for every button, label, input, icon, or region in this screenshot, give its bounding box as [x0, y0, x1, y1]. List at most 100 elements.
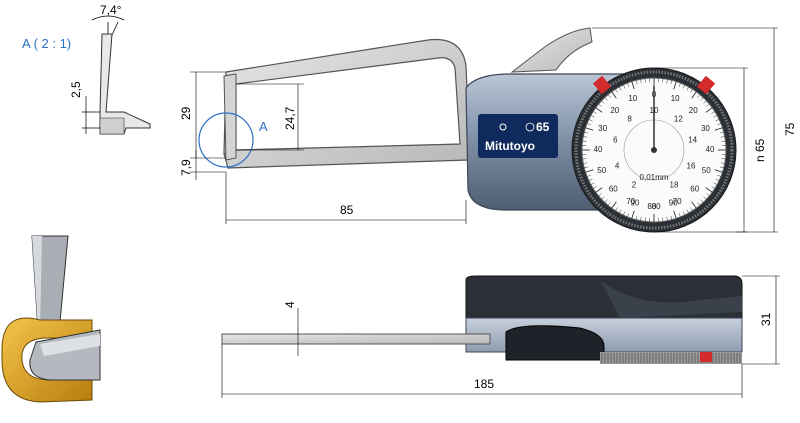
dial-unit: 0,01mm: [640, 173, 669, 182]
outer-scale-label: 70: [626, 197, 635, 206]
dial-tick: [720, 136, 725, 138]
dial-tick: [635, 80, 638, 85]
limit-marker-left[interactable]: [592, 75, 612, 95]
dial-tick: [719, 131, 724, 134]
dial-tick: [717, 123, 722, 126]
dial-tick: [715, 178, 720, 181]
probe-highlight: [32, 236, 42, 330]
dial-tick: [682, 211, 685, 216]
dial-tick: [582, 158, 587, 160]
outer-scale-label: 90: [630, 199, 639, 208]
outer-scale-label: 80: [652, 202, 661, 211]
dial-tick: [584, 131, 589, 134]
side-arm: [221, 333, 491, 345]
inner-scale-label: 14: [688, 136, 697, 145]
detail-label: A ( 2 : 1): [22, 36, 71, 51]
outer-scale-label: 20: [610, 106, 619, 115]
callout-circle: [198, 112, 254, 168]
dial-tick: [690, 89, 693, 93]
dial-tick: [627, 82, 630, 87]
dial-tick: [666, 79, 668, 84]
knurl-lines: [601, 353, 741, 363]
outer-scale-label: 90: [669, 199, 678, 208]
outer-scale-label: 40: [706, 145, 715, 154]
dial-tick: [711, 186, 715, 189]
dial-tick: [711, 111, 715, 114]
dial-tick: [713, 182, 718, 185]
dial-tick: [611, 91, 617, 99]
inner-scale-label: 18: [670, 181, 679, 190]
dial-tick: [593, 111, 597, 114]
dial-tick: [631, 210, 635, 219]
side-lever[interactable]: [505, 325, 605, 361]
dial-tick: [719, 166, 724, 169]
dial-tick: [706, 193, 710, 197]
gold-ring: [1, 317, 93, 403]
dial-tick: [720, 162, 725, 164]
dial-tick: [721, 158, 726, 160]
dial-tick: [611, 201, 617, 209]
dial-tick: [615, 207, 618, 211]
dial-tick: [623, 211, 626, 216]
dial-tick: [673, 210, 677, 219]
outer-scale-label: 60: [690, 184, 699, 193]
inner-scale-label: 6: [613, 136, 618, 145]
dim-4: 4: [283, 301, 297, 308]
inner-scale-label: 8: [627, 114, 632, 123]
dial-tick: [583, 162, 588, 164]
dial-tick: [585, 127, 594, 131]
dim-185: 185: [474, 377, 494, 391]
outer-scale-label: 40: [594, 145, 603, 154]
dial-tick: [690, 207, 693, 211]
dial-tick: [631, 81, 635, 90]
dial-tick: [601, 100, 605, 104]
outer-scale-label: 30: [701, 124, 710, 133]
outer-scale-label: 60: [609, 184, 618, 193]
inner-scale-label: 2: [632, 181, 637, 190]
dial-tick: [686, 209, 689, 214]
dial-tick: [586, 123, 591, 126]
dial-tick: [598, 103, 602, 107]
dial-tick: [666, 216, 668, 221]
side-limit-marker: [700, 352, 712, 362]
dial-tick: [604, 199, 608, 203]
brand-plate: [478, 114, 558, 158]
outer-scale-label: 10: [628, 94, 637, 103]
thumb-lever[interactable]: [510, 27, 593, 73]
dial-tick: [586, 174, 591, 177]
dial-tick: [678, 82, 681, 87]
outer-scale-label: 50: [702, 166, 711, 175]
dial-tick: [705, 187, 713, 193]
dial-tick: [584, 166, 589, 169]
brand-name: Mitutoyo: [485, 139, 535, 153]
dial-tick: [691, 201, 697, 209]
dial-tick: [700, 97, 704, 101]
dial-tick: [697, 202, 701, 206]
dial-tick: [607, 202, 611, 206]
limit-marker-right[interactable]: [696, 75, 716, 95]
callout-label: A: [259, 119, 268, 134]
outer-scale-label: 20: [689, 106, 698, 115]
dim-29: 29: [179, 106, 193, 120]
dial-tick: [706, 103, 710, 107]
dial-tick: [627, 213, 630, 218]
detail-angle: 7,4°: [100, 3, 122, 17]
dial-tick: [595, 107, 603, 113]
dial-tick: [703, 196, 707, 200]
dim-31: 31: [759, 312, 773, 326]
dial-tick: [595, 187, 603, 193]
dial-tick: [682, 84, 685, 89]
dim-n65: n 65: [753, 138, 767, 162]
dial-tick: [714, 169, 723, 173]
detail-height: 2,5: [69, 81, 83, 98]
brand-dot-icon: [499, 123, 507, 131]
dial-tick: [598, 193, 602, 197]
needle-hub: [651, 147, 657, 153]
dial-tick: [673, 81, 677, 90]
dial-tick: [697, 94, 701, 98]
outer-scale-label: 50: [597, 166, 606, 175]
dial-tick: [644, 217, 646, 222]
inner-scale-label: 12: [674, 114, 683, 123]
dial-tick: [615, 89, 618, 93]
